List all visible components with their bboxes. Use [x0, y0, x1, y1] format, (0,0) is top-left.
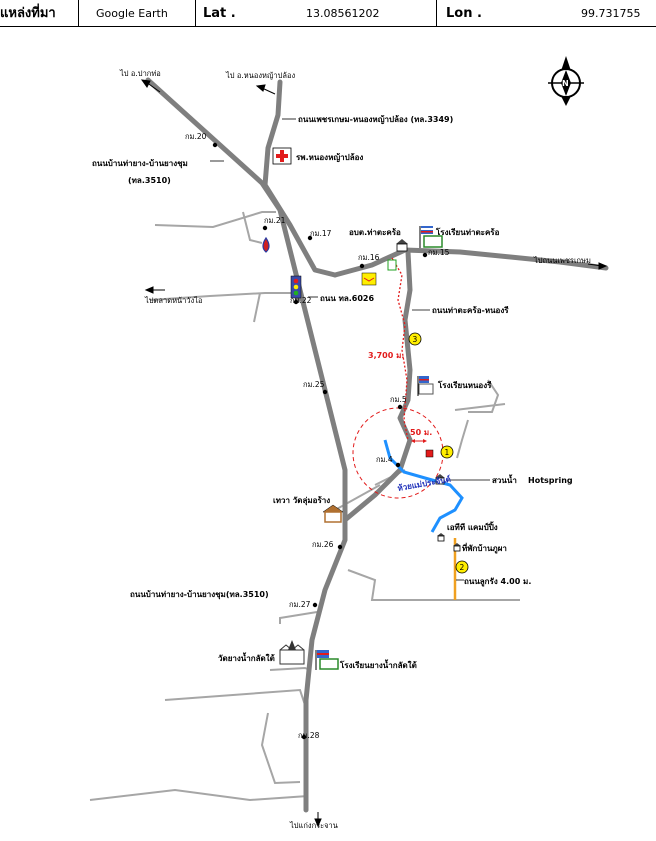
label-school-tha-takhro: โรงเรียนท่าตะคร้อ [435, 227, 500, 237]
marker-3: 3 [408, 332, 422, 346]
label-hospital: รพ.หนองหญ้าปล้อง [296, 152, 363, 163]
source-label: แหล่งที่มา [0, 6, 56, 21]
label-to-nong-ya-plong: ไป อ.หนองหญ้าปล้อง [225, 71, 295, 80]
km-16: กม.16 [358, 253, 380, 262]
label-50m: 50 ม. [410, 428, 432, 437]
label-to-phetkasem: ไปถนนเพชรเกษม [533, 256, 591, 265]
school-south-icon [315, 650, 339, 670]
label-road-3510-bottom: ถนนบ้านท่ายาง-บ้านยางชุม(ทล.3510) [130, 589, 269, 600]
km-17: กม.17 [310, 229, 332, 238]
km-28: กม.28 [298, 731, 320, 740]
label-hot-spring: สวนน้ำ [492, 474, 517, 485]
label-school-nong-ri: โรงเรียนหนองรี [437, 380, 492, 390]
km-dots [212, 142, 428, 740]
temple-area-icon [322, 504, 344, 523]
camping-icon [437, 535, 445, 542]
km-15: กม.15 [428, 248, 450, 257]
tambon-office-icon [396, 243, 408, 252]
divider [436, 0, 437, 27]
label-to-pak-tho: ไป อ.ปากท่อ [119, 69, 161, 78]
km-25: กม.25 [303, 380, 325, 389]
school-nong-ri-icon [417, 376, 434, 396]
main-roads [145, 77, 609, 813]
resort-icon [453, 545, 461, 552]
label-road-3510-b: (ทล.3510) [128, 176, 171, 185]
km-22: กม.22 [290, 296, 312, 305]
label-road-tha-takhro: ถนนท่าตะคร้อ-หนองรี [432, 305, 509, 315]
temple-south-icon [279, 640, 305, 665]
sign-icon [387, 259, 397, 271]
label-laterite: ถนนลูกรัง 4.00 ม. [464, 577, 531, 587]
lon-value: 99.731755 [581, 7, 641, 20]
label-hot-spring-en: Hotspring [528, 476, 573, 485]
marker-2: 2 [455, 560, 469, 574]
school-tha-takhro-icon [419, 226, 443, 248]
label-camping: เอทีที แคมป์ปิ้ง [447, 521, 498, 532]
label-road-3349: ถนนเพชรเกษม-หนองหญ้าปล้อง (ทล.3349) [298, 114, 453, 125]
divider [195, 0, 196, 27]
label-to-kaeng-krachan: ไปแก่งกระจาน [289, 821, 338, 830]
post-office-icon [361, 272, 377, 286]
km-21: กม.21 [264, 216, 286, 225]
svg-text:2: 2 [460, 563, 465, 572]
source-value: Google Earth [96, 7, 168, 20]
compass-icon: N [548, 56, 584, 106]
compass-letter: N [562, 79, 569, 88]
gas-station-icon [262, 236, 270, 253]
km-labels: กม.20 กม.21 กม.17 กม.16 กม.15 กม.22 กม.2… [185, 132, 450, 740]
svg-text:3: 3 [413, 335, 418, 344]
km-4: กม.4 [376, 455, 393, 464]
route-dots [391, 257, 409, 441]
marker-1: 1 [440, 445, 454, 459]
lon-label: Lon . [446, 6, 482, 21]
km-26: กม.26 [312, 540, 334, 549]
label-temple-area: เทวา วัดลุ่มอร้าง [273, 495, 330, 506]
svg-text:1: 1 [445, 448, 450, 457]
label-school-south: โรงเรียนยางน้ำกลัดใต้ [339, 659, 417, 670]
label-temple-south: วัดยางน้ำกลัดใต้ [218, 652, 275, 663]
label-road-6026: ถนน ทล.6026 [320, 294, 374, 303]
route-map: กม.20 กม.21 กม.17 กม.16 กม.15 กม.22 กม.2… [89, 56, 609, 830]
lat-value: 13.08561202 [306, 7, 380, 20]
label-tambon-office: อบต.ท่าตะคร้อ [349, 227, 401, 237]
km-20: กม.20 [185, 132, 207, 141]
stream-line [383, 439, 464, 533]
km-5: กม.5 [390, 395, 407, 404]
info-header: แหล่งที่มา Google Earth Lat . 13.0856120… [0, 0, 656, 27]
label-to-huai: ไปตลาดหน้าวังไอ [144, 296, 203, 305]
km-27: กม.27 [289, 600, 311, 609]
destination-icon [425, 449, 434, 458]
label-3700m: 3,700 ม. [368, 351, 404, 360]
lat-label: Lat . [203, 6, 236, 21]
label-road-3510-a: ถนนบ้านท่ายาง-บ้านยางชุม [92, 158, 188, 169]
label-resort: ที่พักบ้านภูผา [462, 542, 507, 554]
direction-arrows [140, 79, 608, 828]
divider [78, 0, 79, 27]
hot-spring-icon [435, 477, 445, 485]
